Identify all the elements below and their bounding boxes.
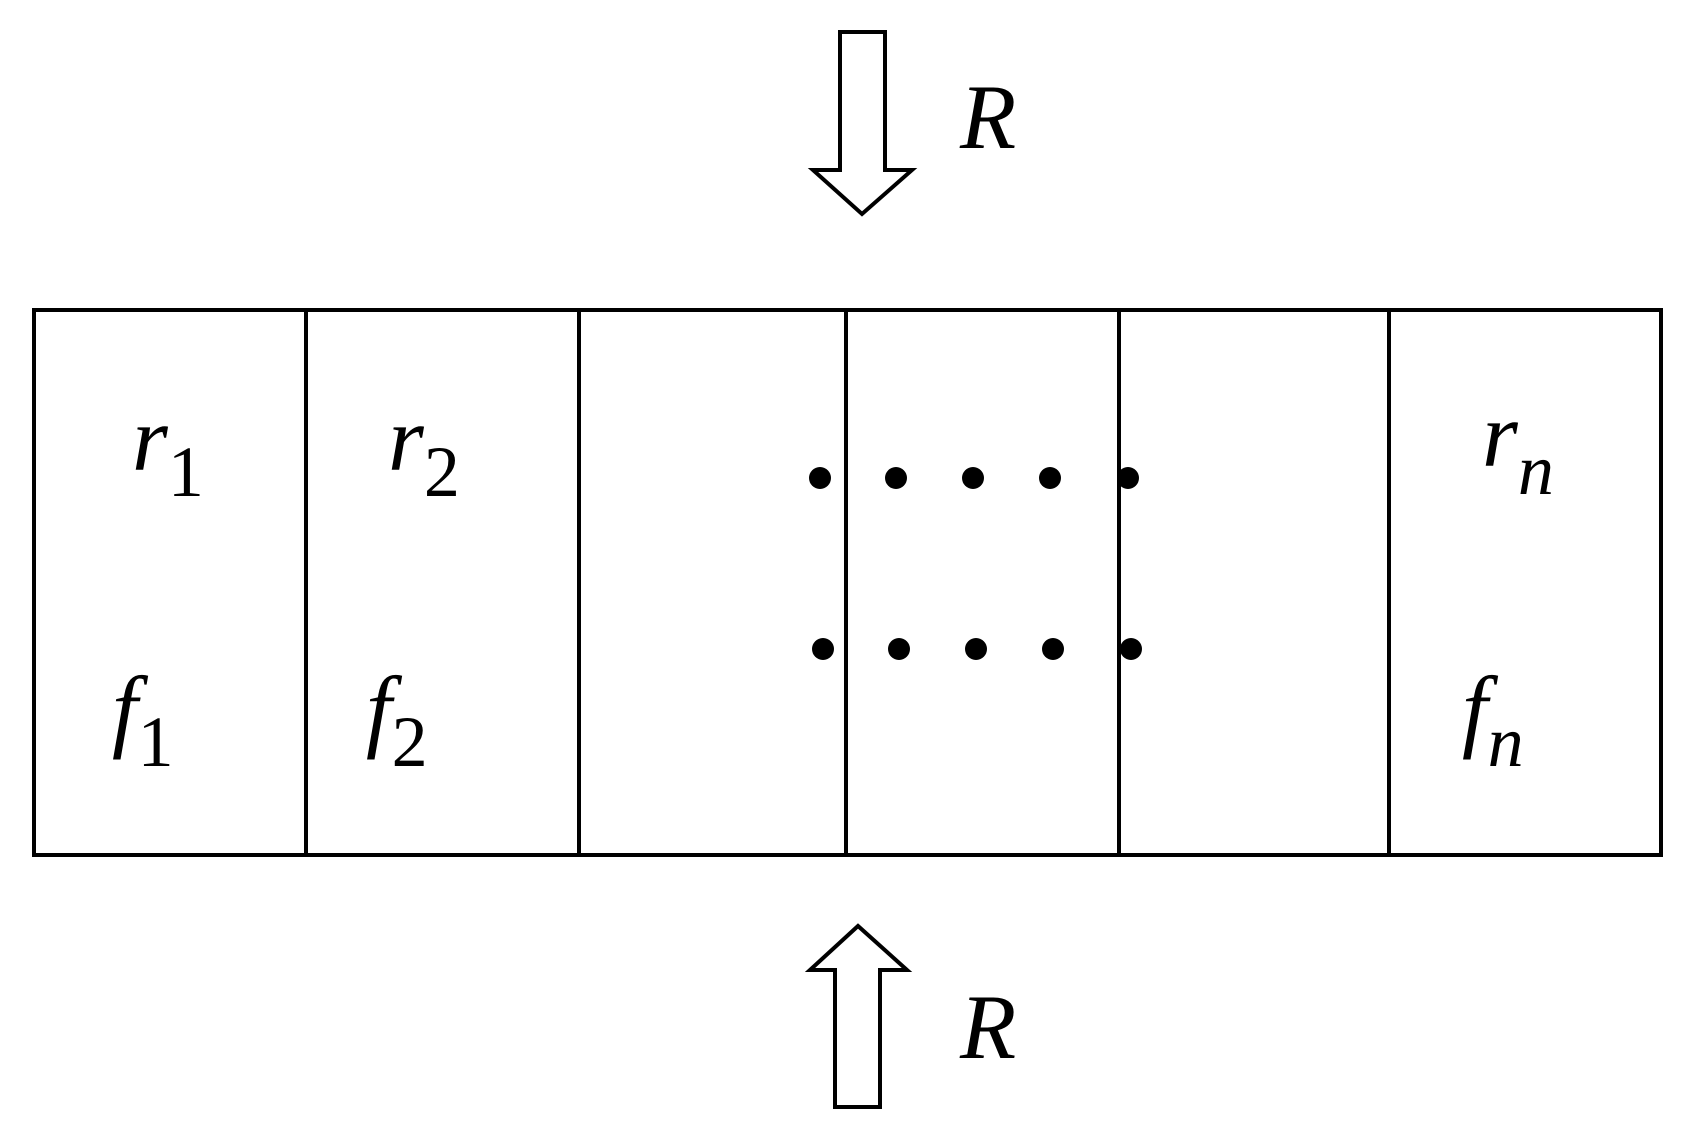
cell-n-f-label: fn: [1462, 658, 1524, 782]
ellipsis-dot: [1039, 467, 1061, 489]
ellipsis-dot: [1042, 638, 1064, 660]
ellipsis-dot: [962, 467, 984, 489]
ellipsis-dot: [885, 467, 907, 489]
layer-cell-n: rn fn: [1462, 384, 1554, 782]
ellipsis-dot: [1117, 467, 1139, 489]
ellipsis-dot: [888, 638, 910, 660]
bottom-load-arrow-icon: [804, 923, 913, 1109]
layer-cell-2: r2 f2: [366, 388, 460, 782]
cell-2-r-label: r2: [388, 388, 460, 512]
top-load-label: R: [959, 66, 1016, 168]
ellipsis-dots-upper: [809, 467, 1139, 489]
cell-2-f-label: f2: [366, 658, 428, 782]
cell-1-r-label: r1: [132, 388, 204, 512]
cell-1-f-label: f1: [112, 658, 174, 782]
top-load-arrow-icon: [807, 30, 918, 217]
ellipsis-dots-lower: [812, 638, 1142, 660]
ellipsis-dot: [1120, 638, 1142, 660]
cell-n-r-label: rn: [1482, 384, 1554, 510]
layer-cell-1: r1 f1: [112, 388, 204, 782]
ellipsis-dot: [812, 638, 834, 660]
ellipsis-dot: [965, 638, 987, 660]
ellipsis-dot: [809, 467, 831, 489]
bottom-load-label: R: [959, 976, 1016, 1078]
